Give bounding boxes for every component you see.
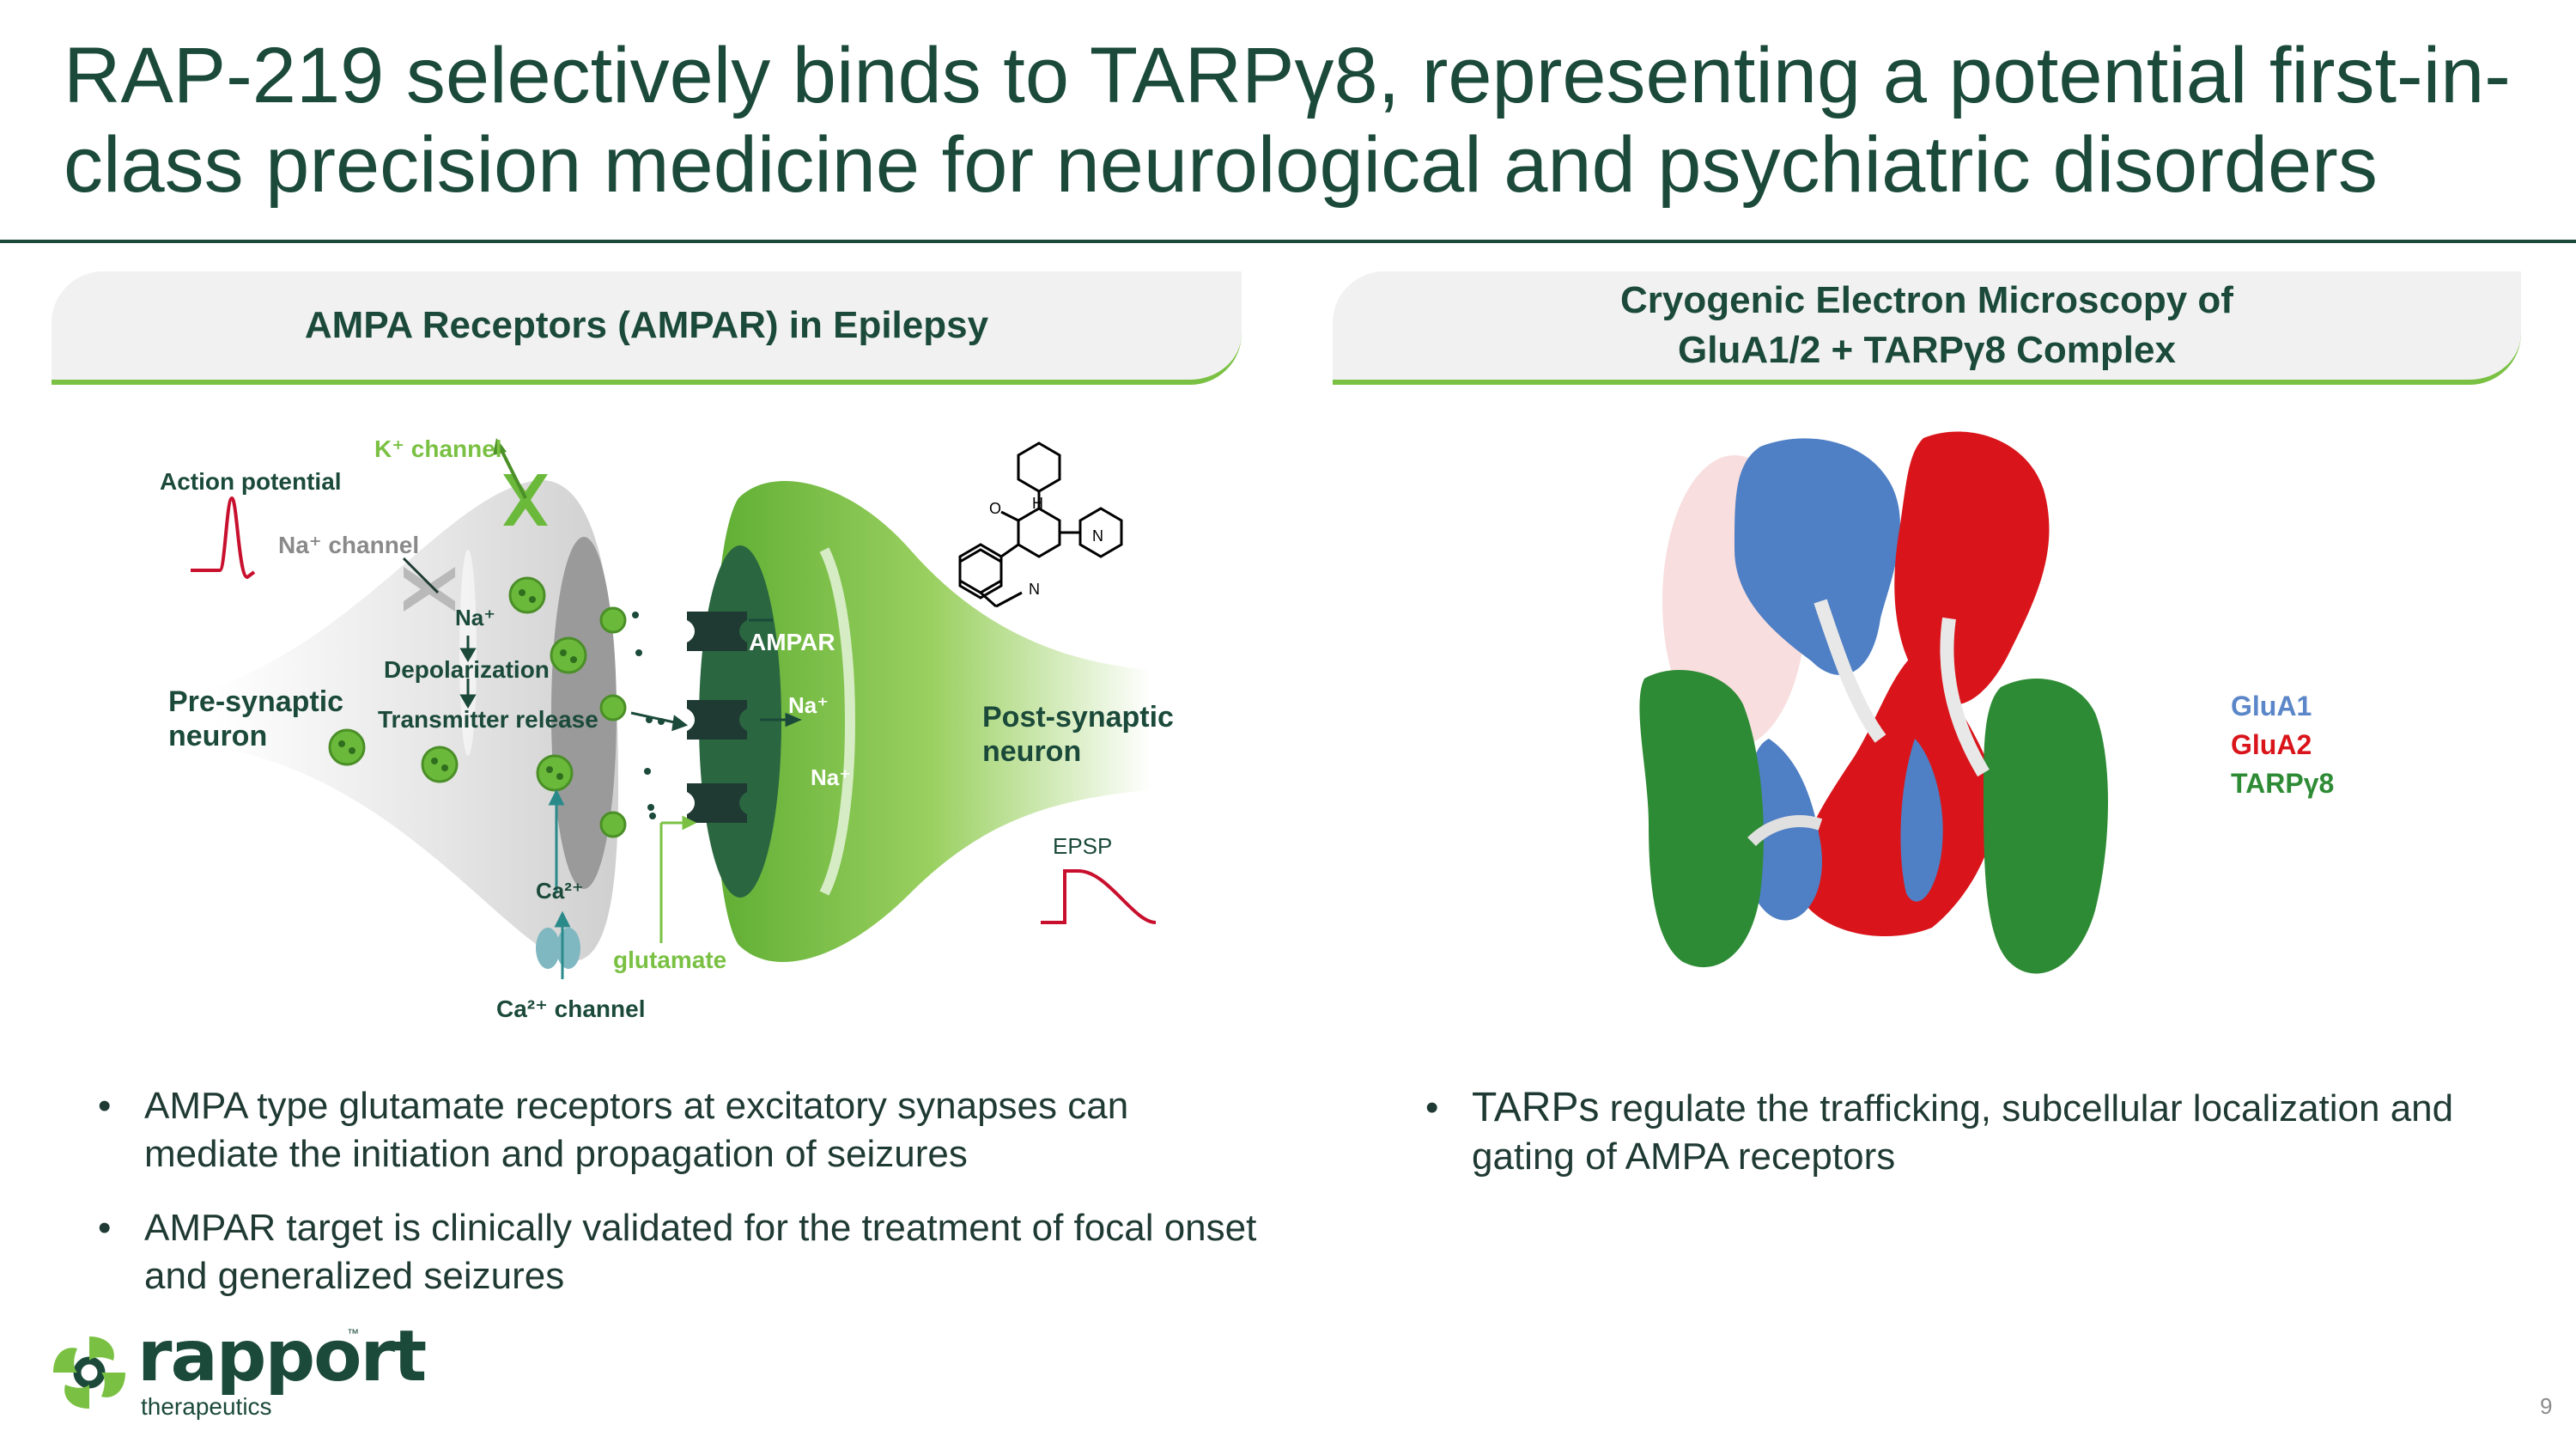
logo-word: rapport: [137, 1316, 427, 1397]
legend-tarp: TARPγ8: [2231, 768, 2335, 799]
structure-legend: GluA1 GluA2 TARPγ8: [2231, 687, 2334, 803]
logo-subtitle: therapeutics: [141, 1393, 272, 1420]
slide-title: RAP-219 selectively binds to TARPγ8, rep…: [64, 32, 2511, 209]
right-panel-header: Cryogenic Electron Microscopy of GluA1/2…: [1333, 271, 2521, 385]
label-na-plus-2: Na⁺: [788, 692, 829, 718]
right-bullet-1: •TARPs regulate the trafficking, subcell…: [1425, 1085, 2454, 1178]
left-bullet-2-text: AMPAR target is clinically validated for…: [144, 1207, 1257, 1297]
logo-tm: ™: [347, 1326, 359, 1340]
label-ca2-channel: Ca²⁺ channel: [496, 995, 646, 1022]
cryo-em-structure: [1639, 431, 2108, 974]
left-bullets: •AMPA type glutamate receptors at excita…: [64, 1082, 1266, 1326]
glutamate-arrow: [659, 815, 697, 943]
label-pre-synaptic: Pre-synaptic: [168, 685, 344, 718]
label-mol-n2: N: [1029, 581, 1040, 598]
label-transmitter-release: Transmitter release: [378, 706, 598, 733]
label-na-channel: Na⁺ channel: [278, 532, 420, 558]
legend-gluA2: GluA2: [2231, 729, 2312, 760]
na-channel: [402, 557, 455, 612]
legend-gluA1: GluA1: [2231, 691, 2312, 721]
right-bullets: •TARPs regulate the trafficking, subcell…: [1391, 1084, 2507, 1207]
epsp-trace: [1041, 869, 1157, 924]
pathway-arrows: [459, 618, 802, 979]
vesicles: [328, 576, 627, 838]
page-number: 9: [2540, 1393, 2553, 1419]
vesicle-dots: [338, 589, 577, 780]
left-bullet-1: •AMPA type glutamate receptors at excita…: [98, 1085, 1129, 1175]
label-depolarization: Depolarization: [384, 656, 550, 683]
left-bullet-1-text: AMPA type glutamate receptors at excitat…: [144, 1085, 1129, 1175]
label-mol-n1: N: [1092, 527, 1103, 545]
logo-mark-icon: [53, 1336, 125, 1409]
right-panel-header-text: Cryogenic Electron Microscopy of GluA1/2…: [1620, 276, 2233, 375]
k-channel: [493, 438, 548, 526]
ampar-receptors: [687, 612, 747, 823]
left-panel-header-text: AMPA Receptors (AMPAR) in Epilepsy: [304, 304, 989, 346]
label-post-synaptic-neuron: neuron: [982, 735, 1082, 768]
left-bullet-2: •AMPAR target is clinically validated fo…: [98, 1207, 1257, 1297]
label-na-plus-1: Na⁺: [455, 605, 495, 630]
label-mol-o: O: [989, 500, 1002, 517]
label-na-plus-3: Na⁺: [811, 764, 851, 790]
right-bullet-lead: TARPs: [1472, 1085, 1600, 1130]
right-header-line1: Cryogenic Electron Microscopy of: [1620, 279, 2233, 321]
right-bullet-rest: regulate the trafficking, subcellular lo…: [1472, 1087, 2454, 1178]
label-mol-h: H: [1032, 495, 1043, 512]
rap-219-structure: [958, 441, 1123, 608]
right-header-line2: GluA1/2 + TARPγ8 Complex: [1678, 329, 2176, 371]
left-panel-header: AMPA Receptors (AMPAR) in Epilepsy: [52, 271, 1242, 385]
label-ampar: AMPAR: [749, 629, 835, 655]
label-glutamate: glutamate: [613, 947, 727, 973]
action-potential-trace: [191, 496, 256, 580]
rapport-logo: rapport ™ therapeutics: [48, 1316, 427, 1426]
label-action-potential: Action potential: [160, 468, 342, 495]
label-pre-synaptic-neuron: neuron: [168, 720, 268, 752]
label-post-synaptic: Post-synaptic: [982, 701, 1174, 734]
label-ca2-plus: Ca²⁺: [536, 878, 584, 904]
label-k-channel: K⁺ channel: [374, 435, 502, 462]
title-divider: [0, 240, 2576, 243]
label-epsp: EPSP: [1053, 833, 1113, 859]
